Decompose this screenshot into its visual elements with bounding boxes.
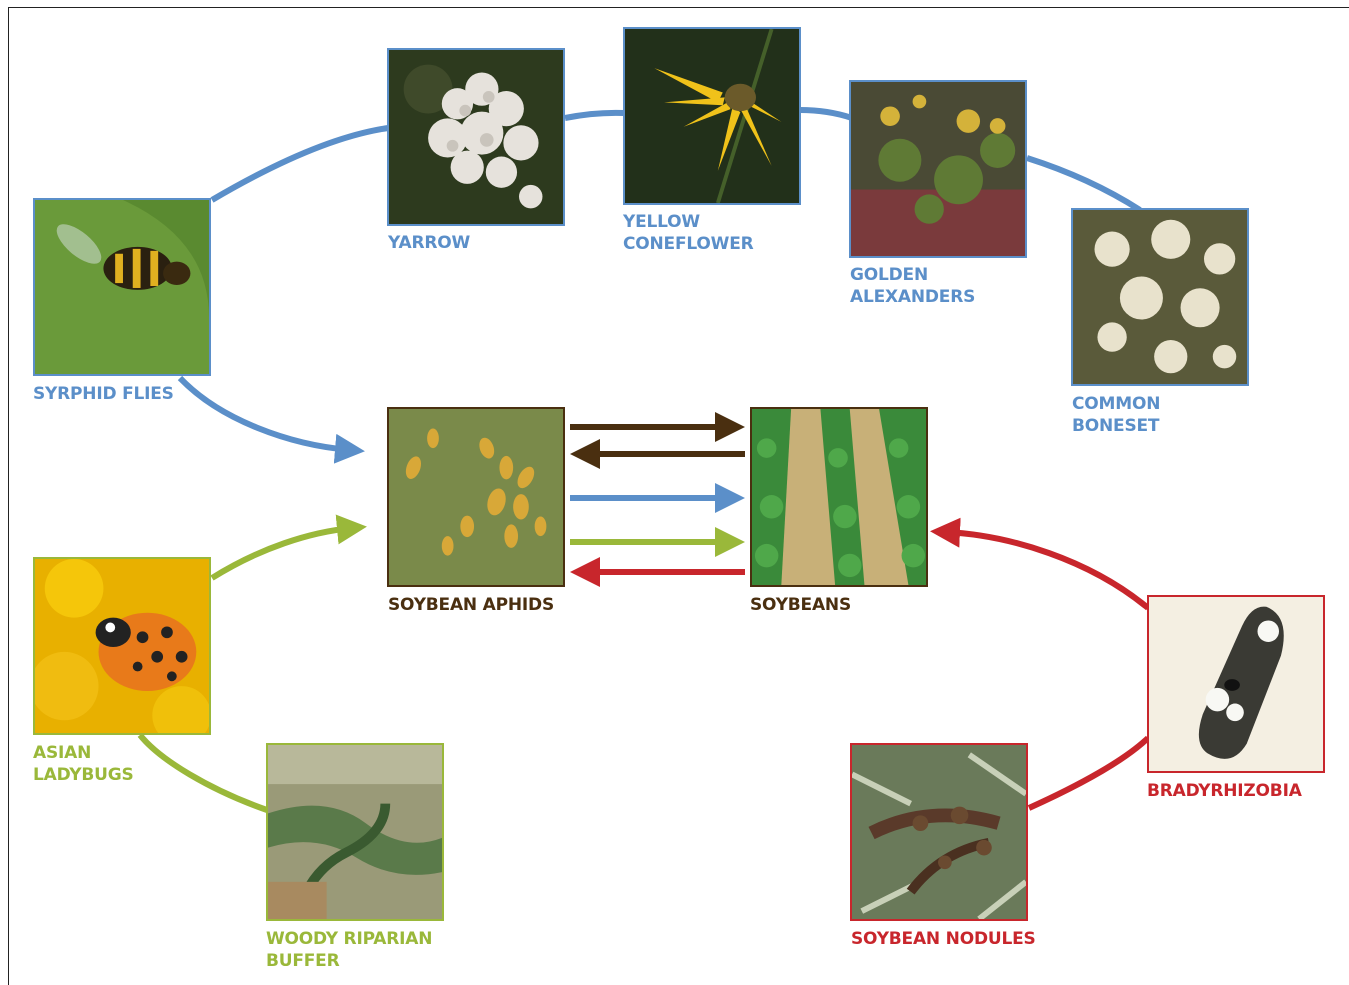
red-arc-nodules-to-bradyrhizobia bbox=[1027, 735, 1151, 811]
syrphid-flies-photo bbox=[33, 198, 211, 376]
blue-arrow-syrphid-to-aphids bbox=[177, 375, 365, 464]
golden-alexanders-label: GOLDEN ALEXANDERS bbox=[850, 264, 975, 308]
bradyrhizobia-photo bbox=[1147, 595, 1325, 773]
woody-riparian-buffer-label: WOODY RIPARIAN BUFFER bbox=[266, 928, 432, 972]
asian-ladybugs-photo bbox=[33, 557, 211, 735]
woody-riparian-buffer-label-line1: WOODY RIPARIAN bbox=[266, 929, 433, 949]
soybean-aphids-photo bbox=[387, 407, 565, 587]
asian-ladybugs-label: ASIAN LADYBUGS bbox=[33, 742, 134, 786]
blue-arc-connector bbox=[210, 125, 389, 203]
yarrow-photo bbox=[387, 48, 565, 226]
soybean-nodules-label: SOYBEAN NODULES bbox=[851, 929, 1036, 949]
yarrow-label: YARROW bbox=[388, 233, 471, 253]
golden-alexanders-photo bbox=[849, 80, 1027, 258]
frame-left-line bbox=[8, 7, 9, 985]
yellow-coneflower-label-line2: CONEFLOWER bbox=[623, 234, 754, 254]
syrphid-flies-label: SYRPHID FLIES bbox=[33, 384, 174, 404]
blue-arc-connector-2 bbox=[564, 109, 625, 121]
common-boneset-label-line1: COMMON bbox=[1072, 394, 1161, 414]
golden-alexanders-label-line1: GOLDEN bbox=[850, 265, 928, 285]
common-boneset-label: COMMON BONESET bbox=[1072, 393, 1160, 437]
golden-alexanders-label-line2: ALEXANDERS bbox=[850, 287, 976, 307]
green-arc-buffer-to-ladybugs bbox=[137, 733, 268, 813]
soybean-nodules-photo bbox=[850, 743, 1028, 921]
bradyrhizobia-label: BRADYRHIZOBIA bbox=[1147, 781, 1302, 801]
soybeans-label: SOYBEANS bbox=[750, 595, 851, 615]
red-arrow-bradyrhizobia-to-soybeans bbox=[930, 517, 1150, 611]
common-boneset-label-line2: BONESET bbox=[1072, 416, 1160, 436]
asian-ladybugs-label-line2: LADYBUGS bbox=[33, 765, 134, 785]
woody-riparian-buffer-label-line2: BUFFER bbox=[266, 951, 340, 971]
yellow-coneflower-photo bbox=[623, 27, 801, 205]
woody-riparian-buffer-photo bbox=[266, 743, 444, 921]
yellow-coneflower-label: YELLOW CONEFLOWER bbox=[623, 211, 754, 255]
asian-ladybugs-label-line1: ASIAN bbox=[33, 743, 92, 763]
blue-arc-connector-3 bbox=[799, 107, 853, 121]
soybeans-photo bbox=[750, 407, 928, 587]
common-boneset-photo bbox=[1071, 208, 1249, 386]
green-arrow-ladybugs-to-aphids bbox=[210, 514, 367, 581]
soybean-aphids-label: SOYBEAN APHIDS bbox=[388, 595, 554, 615]
yellow-coneflower-label-line1: YELLOW bbox=[623, 212, 700, 232]
frame-top-line bbox=[8, 7, 1349, 8]
blue-arc-connector-4 bbox=[1026, 155, 1142, 213]
